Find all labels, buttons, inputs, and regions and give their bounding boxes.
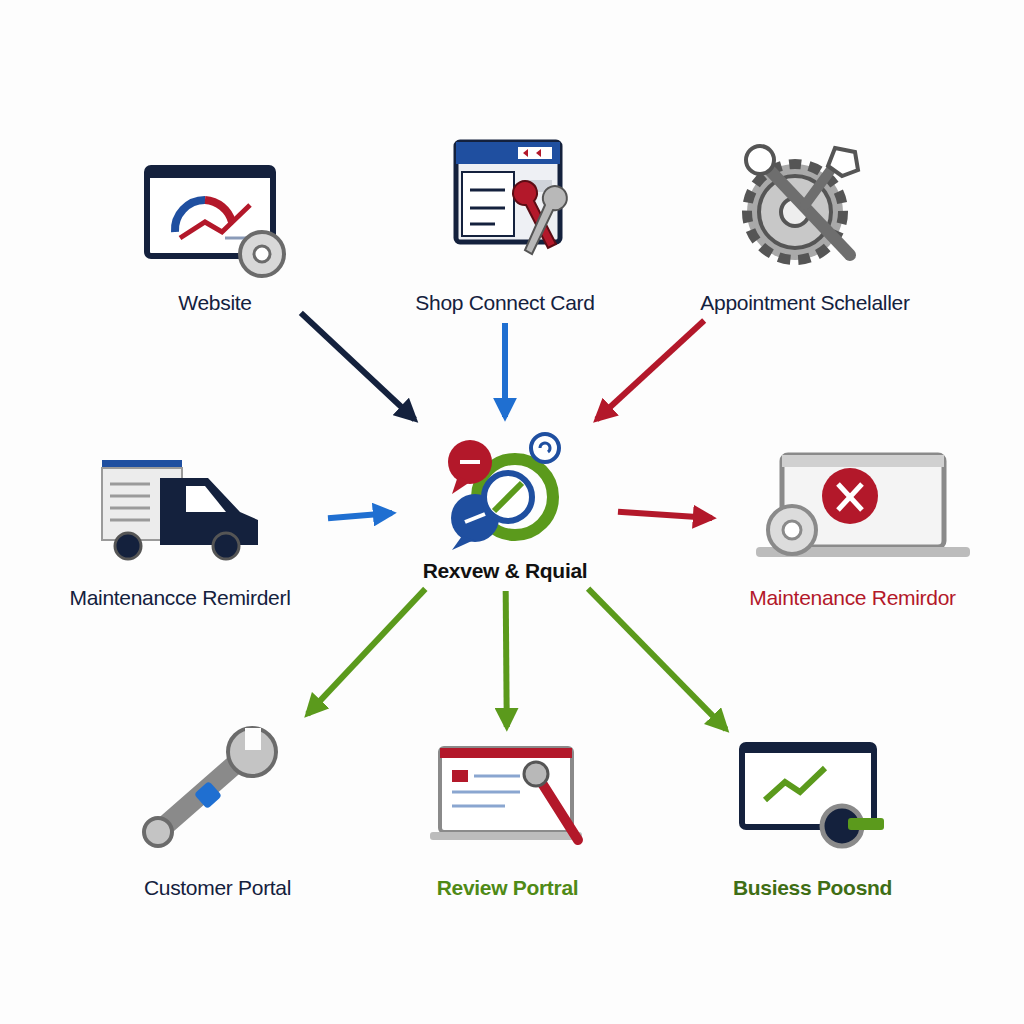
icon-node: Maintenance Remirdor	[720, 445, 985, 610]
flow-arrow	[588, 589, 726, 730]
icon-node: Review Portral	[410, 735, 605, 900]
icon-node: Appointment Schelaller	[670, 140, 940, 315]
flow-arrow	[301, 313, 415, 420]
flow-arrow	[502, 323, 508, 417]
node-label: Maintenance Remirdor	[749, 586, 955, 610]
node-label: Rexvew & Rquial	[423, 559, 588, 583]
flow-arrow	[506, 591, 507, 727]
truck-icon	[102, 460, 258, 559]
flow-arrow	[308, 589, 426, 714]
node-label: Appointment Schelaller	[700, 291, 909, 315]
laptop-icon	[756, 455, 970, 557]
flow-arrow	[618, 512, 712, 518]
node-label: Shop Connect Card	[415, 291, 594, 315]
wrench-icon	[144, 728, 276, 846]
node-label: Customer Portal	[144, 876, 291, 900]
flow-arrow	[328, 513, 392, 518]
icon-node: Website	[135, 150, 295, 315]
icon-node: Customer Portal	[125, 720, 310, 900]
dashboard-icon	[742, 745, 884, 846]
flow-arrow	[597, 320, 705, 419]
icon-node: Rexvew & Rquial	[400, 425, 610, 583]
icon-node: Maintenancce Remirderl	[40, 450, 320, 610]
gear-icon	[746, 146, 858, 260]
node-label: Review Portral	[437, 876, 579, 900]
icon-node: Shop Connect Card	[390, 130, 620, 315]
website-icon	[147, 168, 284, 276]
card-icon	[456, 142, 567, 254]
hub-icon	[448, 434, 559, 550]
node-label: Website	[178, 291, 251, 315]
review-laptop-icon	[430, 748, 582, 840]
node-label: Busiess Poosnd	[733, 876, 892, 900]
node-label: Maintenancce Remirderl	[70, 586, 291, 610]
icon-node: Busiess Poosnd	[715, 735, 910, 900]
